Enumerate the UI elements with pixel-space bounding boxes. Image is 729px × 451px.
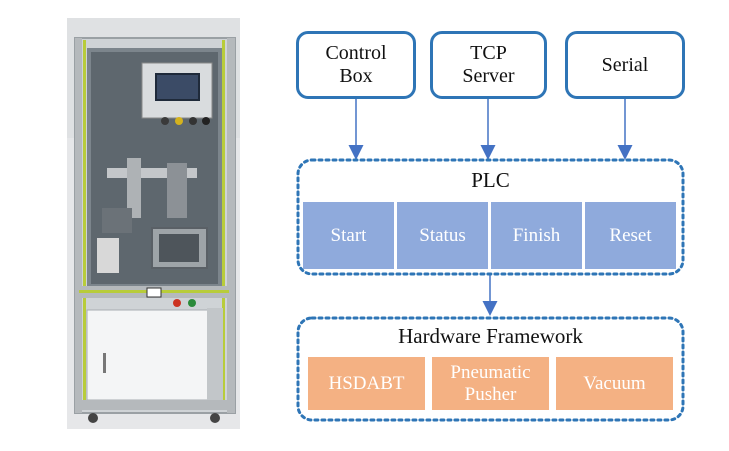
control-box-label-line1: Control	[325, 42, 387, 64]
hardware-cell-vacuum: Vacuum	[556, 357, 673, 410]
control-box-node: Control Box	[296, 31, 416, 99]
machine-illustration	[67, 18, 240, 429]
plc-title: PLC	[471, 168, 510, 192]
control-box-label-line2: Box	[339, 65, 373, 87]
hardware-cell-pneumatic-label-line1: Pneumatic	[450, 361, 531, 383]
hardware-cell-pneumatic-label-line2: Pusher	[464, 383, 517, 405]
plc-cell-status: Status	[397, 202, 488, 269]
plc-cell-start: Start	[303, 202, 394, 269]
hardware-cell-hsdabt: HSDABT	[308, 357, 425, 410]
hardware-group-border	[296, 316, 685, 422]
tcp-server-label-line1: TCP	[470, 42, 507, 64]
hardware-title: Hardware Framework	[398, 324, 583, 348]
tcp-server-label-line2: Server	[462, 65, 515, 87]
plc-cell-reset: Reset	[585, 202, 676, 269]
plc-group-border	[296, 158, 685, 276]
hardware-cell-pneumatic-pusher: Pneumatic Pusher	[432, 357, 549, 410]
machine-photo	[67, 18, 240, 429]
serial-label-line1: Serial	[601, 53, 649, 76]
hardware-cell-vacuum-label: Vacuum	[583, 372, 646, 394]
plc-cell-finish: Finish	[491, 202, 582, 269]
tcp-server-node: TCP Server	[430, 31, 547, 99]
serial-node: Serial	[565, 31, 685, 99]
hardware-cell-hsdabt-label: HSDABT	[328, 372, 405, 394]
